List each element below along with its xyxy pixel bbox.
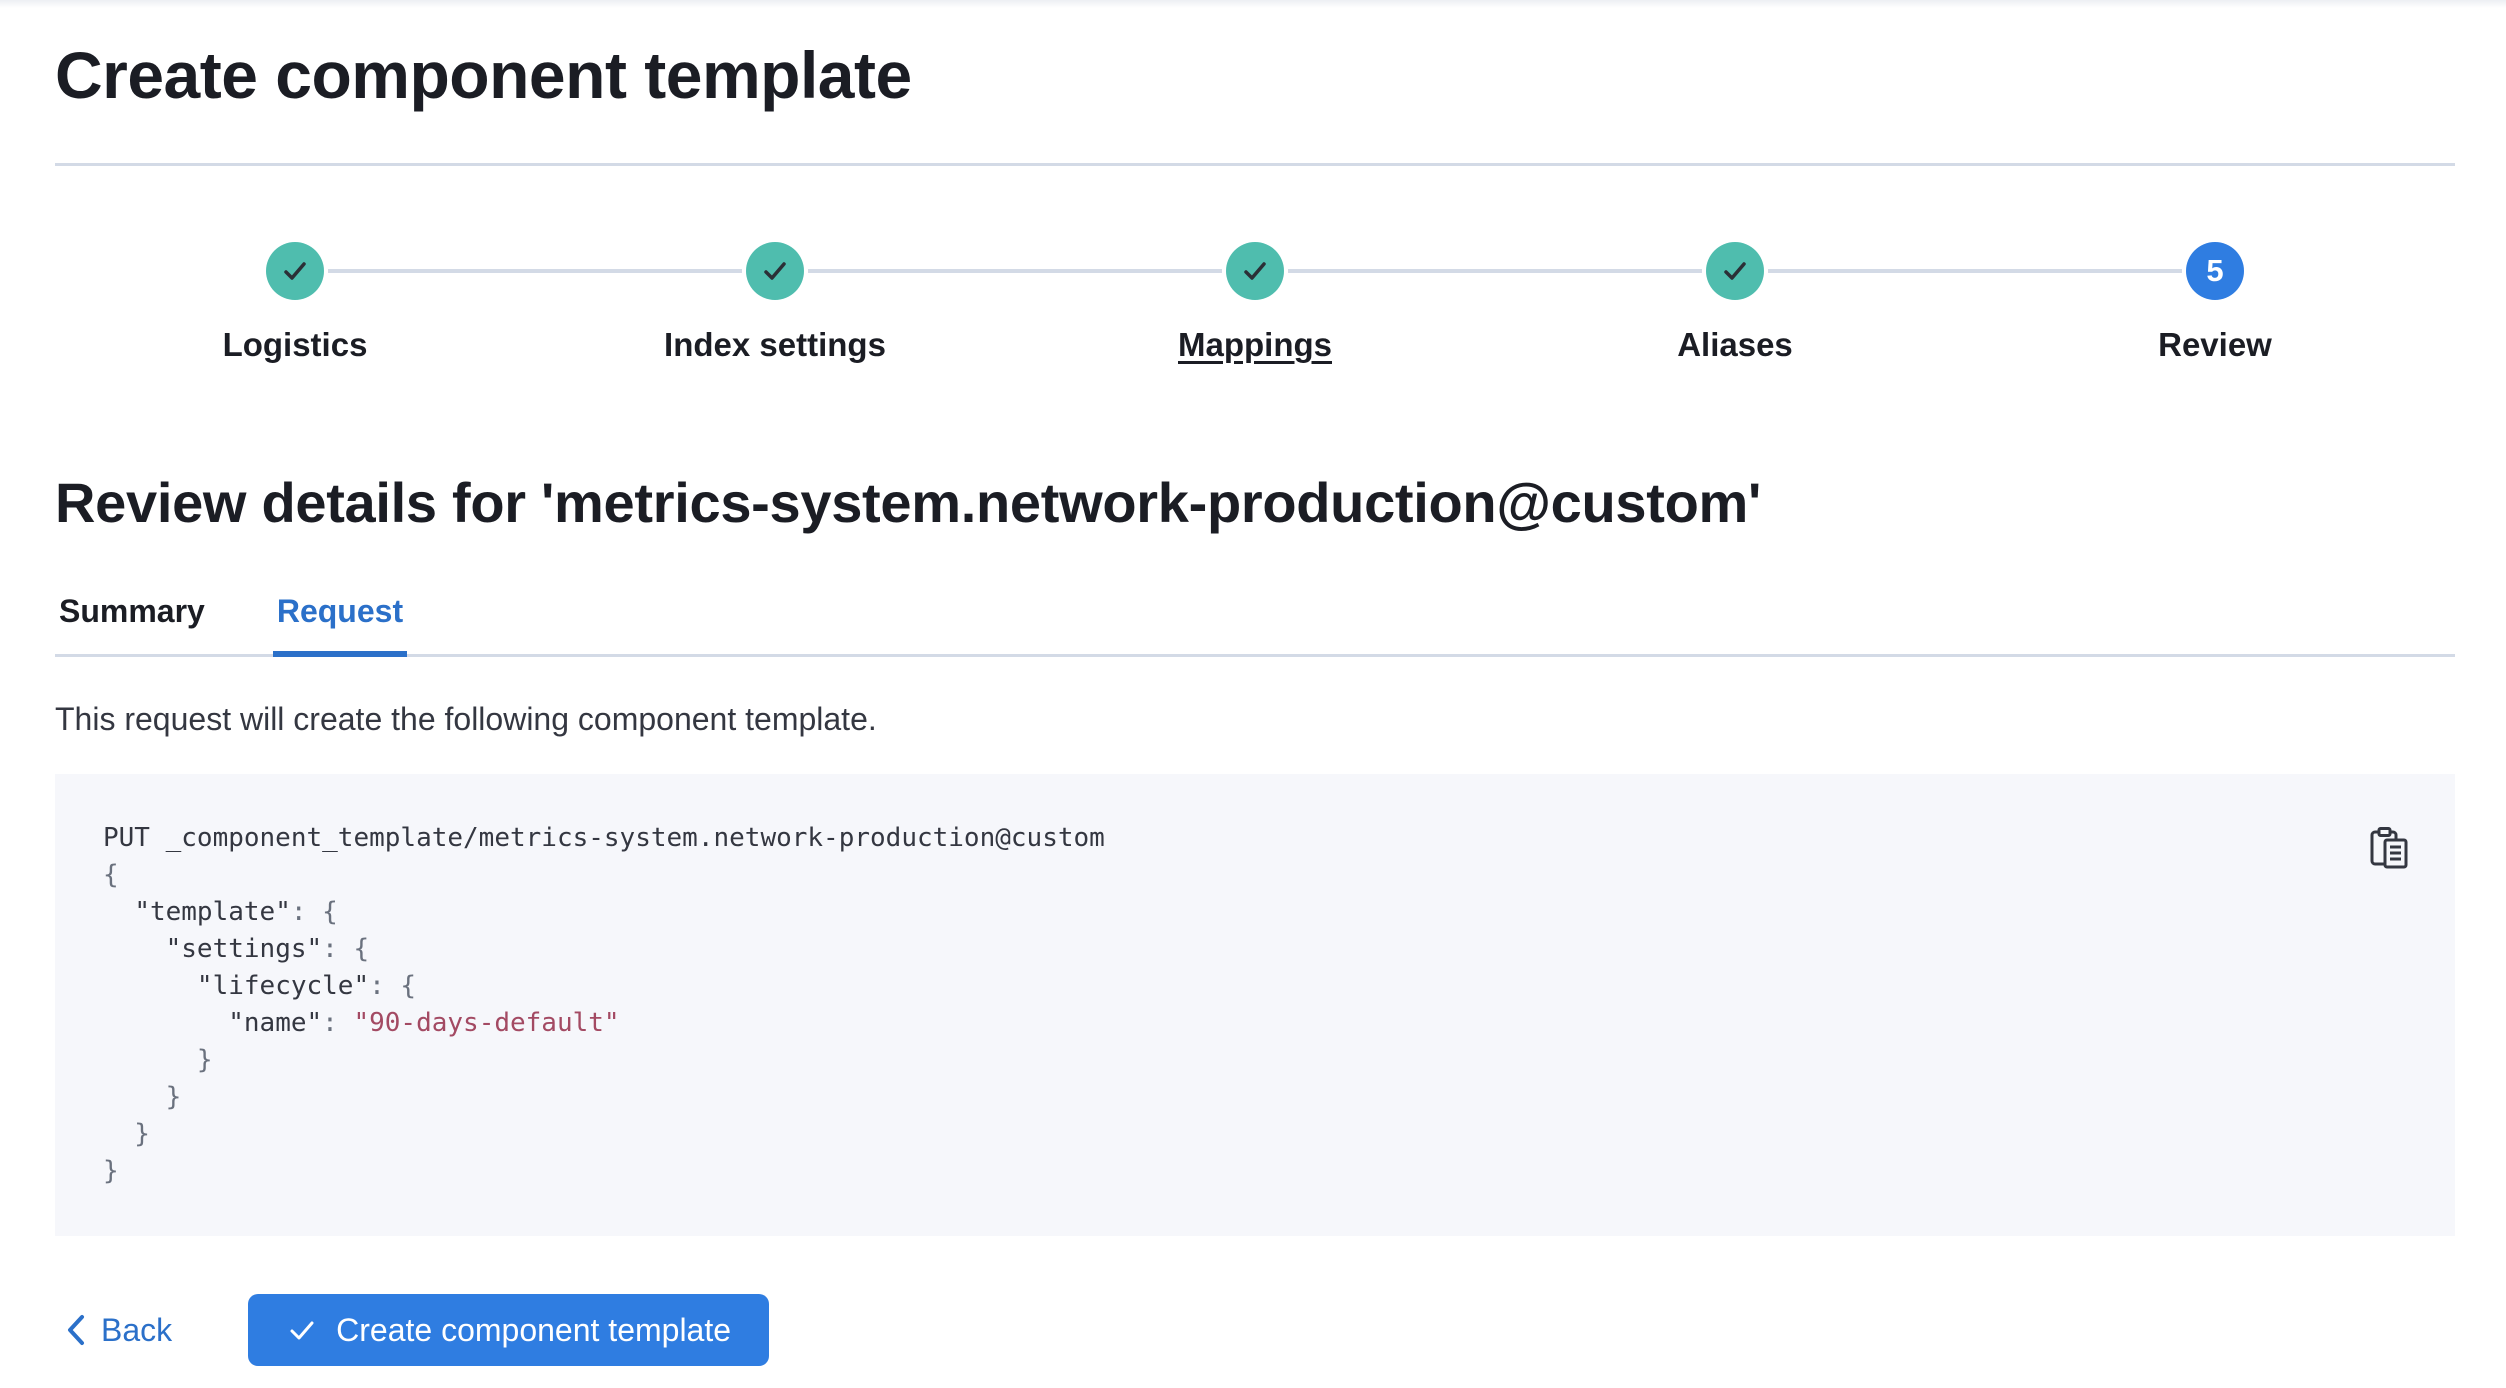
step-connector-line [1768, 269, 1975, 274]
tab-summary[interactable]: Summary [55, 585, 209, 654]
step-logistics[interactable]: Logistics [55, 242, 535, 364]
copy-clipboard-icon[interactable] [2369, 826, 2409, 870]
step-connector-line [1975, 269, 2182, 274]
code-line: "lifecycle": { [196, 971, 417, 1002]
step-connector-line [808, 269, 1015, 274]
step-label: Mappings [1178, 326, 1332, 364]
create-component-template-button[interactable]: Create component template [248, 1294, 770, 1367]
create-button-label: Create component template [336, 1311, 732, 1348]
check-icon [286, 1314, 318, 1346]
back-button-label: Back [101, 1311, 173, 1348]
step-connector-line [1015, 269, 1222, 274]
footer-actions: Back Create component template [55, 1294, 2455, 1367]
request-code-block: PUT _component_template/metrics-system.n… [55, 774, 2455, 1237]
back-button[interactable]: Back [55, 1312, 182, 1349]
code-line: "template": { [134, 897, 338, 928]
code-line: { [103, 860, 119, 891]
code-line: PUT _component_template/metrics-system.n… [103, 823, 1105, 854]
review-tabs: Summary Request [55, 585, 2455, 658]
step-mappings[interactable]: Mappings [1015, 242, 1495, 364]
chevron-left-icon [65, 1313, 87, 1347]
step-label: Aliases [1677, 326, 1793, 364]
step-label: Logistics [222, 326, 368, 364]
review-details-heading: Review details for 'metrics-system.netwo… [55, 471, 1761, 535]
code-lines: PUT _component_template/metrics-system.n… [103, 820, 2407, 1190]
code-line: } [103, 1045, 213, 1076]
step-connector-line [1288, 269, 1495, 274]
step-complete-check-icon[interactable] [1706, 242, 1764, 301]
code-line: } [103, 1082, 182, 1113]
step-connector-line [535, 269, 742, 274]
step-label: Index settings [664, 326, 886, 364]
tab-request[interactable]: Request [272, 585, 408, 658]
page-title: Create component template [55, 38, 912, 112]
step-current-number: 5 [2186, 242, 2244, 301]
title-divider [55, 163, 2455, 167]
step-label: Review [2158, 326, 2272, 364]
step-connector-line [328, 269, 535, 274]
step-connector-line [1495, 269, 1702, 274]
step-complete-check-icon[interactable] [746, 242, 804, 301]
step-complete-check-icon[interactable] [1226, 242, 1284, 301]
code-line: } [103, 1156, 119, 1187]
step-aliases[interactable]: Aliases [1495, 242, 1975, 364]
step-complete-check-icon[interactable] [266, 242, 324, 301]
request-description: This request will create the following c… [55, 701, 877, 738]
step-index-settings[interactable]: Index settings [535, 242, 1015, 364]
code-line: "name": "90-days-default" [228, 1008, 620, 1039]
code-line: } [103, 1119, 150, 1150]
code-line: "settings": { [165, 934, 370, 965]
